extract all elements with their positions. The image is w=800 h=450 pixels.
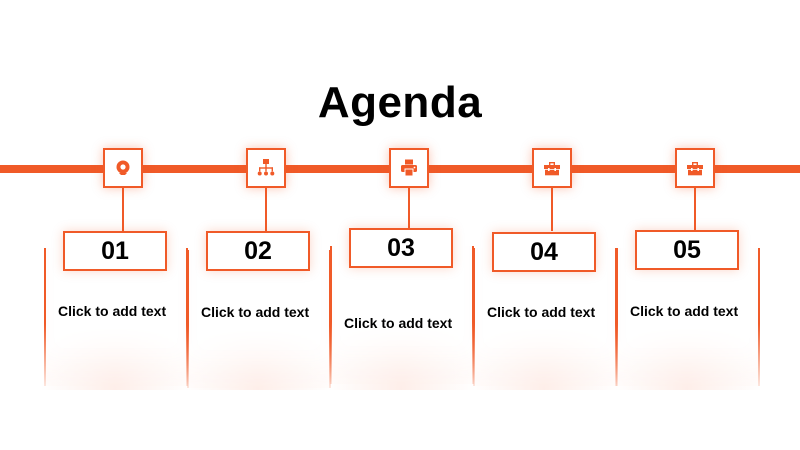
toolbox-icon xyxy=(544,162,560,176)
connector-line xyxy=(694,188,696,230)
text-card xyxy=(616,248,760,386)
step-text[interactable]: Click to add text xyxy=(344,315,453,331)
text-card xyxy=(44,248,188,386)
step-text[interactable]: Click to add text xyxy=(630,303,739,319)
agenda-step-4: 04 Click to add text xyxy=(469,148,627,390)
icon-box xyxy=(103,148,143,188)
connector-line xyxy=(408,188,410,228)
step-text[interactable]: Click to add text xyxy=(201,304,310,320)
step-number-box: 04 xyxy=(492,232,596,272)
text-card xyxy=(330,246,474,384)
icon-box xyxy=(532,148,572,188)
icon-box xyxy=(675,148,715,188)
printer-icon xyxy=(401,159,417,177)
agenda-step-5: 05 Click to add text xyxy=(612,148,770,390)
text-card xyxy=(187,250,331,388)
step-number-box: 05 xyxy=(635,230,739,270)
icon-box xyxy=(389,148,429,188)
step-number-box: 02 xyxy=(206,231,310,271)
step-number-box: 03 xyxy=(349,228,453,268)
page-title: Agenda xyxy=(317,78,483,127)
agenda-step-1: 01 Click to add text xyxy=(40,148,198,390)
step-text[interactable]: Click to add text xyxy=(58,303,167,319)
connector-line xyxy=(122,188,124,231)
connector-line xyxy=(265,188,267,231)
connector-line xyxy=(551,188,553,231)
agenda-step-3: 03 Click to add text xyxy=(326,148,484,390)
toolbox-icon xyxy=(687,162,703,176)
step-text[interactable]: Click to add text xyxy=(487,304,596,320)
icon-box xyxy=(246,148,286,188)
org-chart-icon xyxy=(257,159,275,176)
location-pin-icon xyxy=(116,160,130,175)
agenda-step-2: 02 Click to add text xyxy=(183,148,341,390)
step-number-box: 01 xyxy=(63,231,167,271)
